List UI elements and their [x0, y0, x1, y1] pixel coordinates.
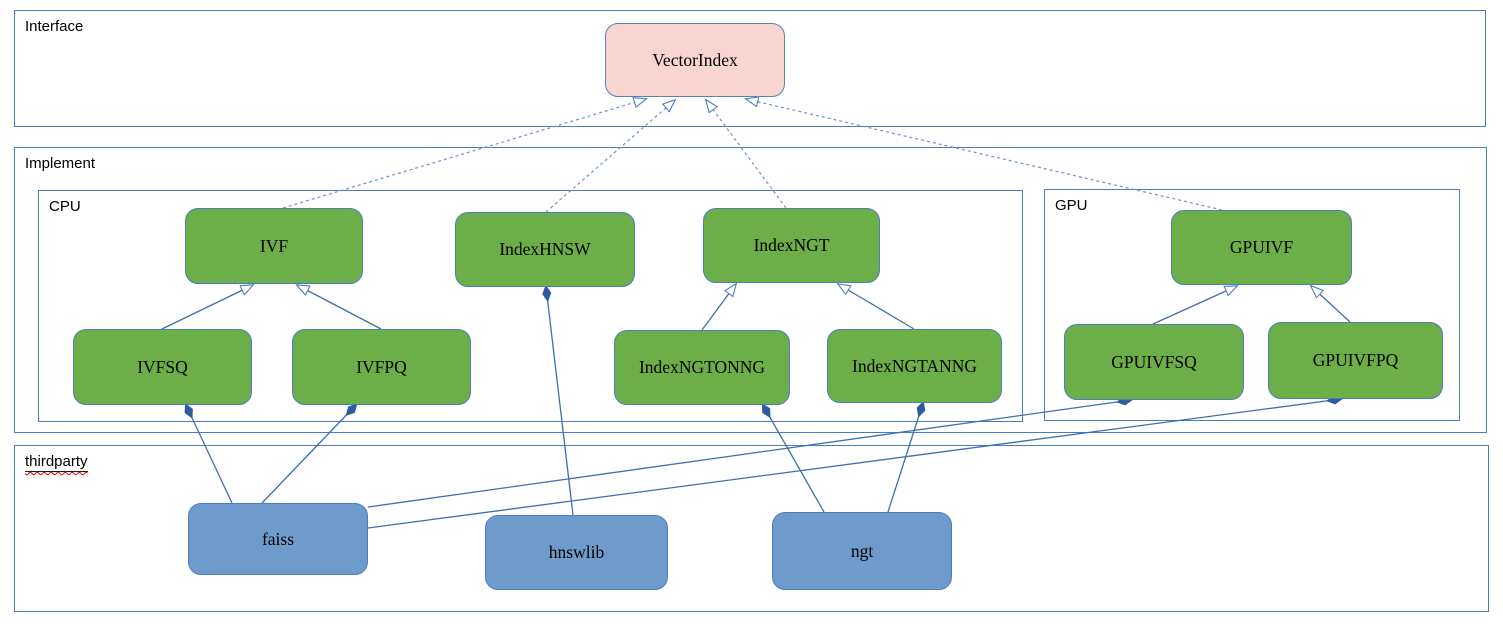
node-ivf[interactable]: IVF: [185, 208, 363, 284]
node-ngt[interactable]: ngt: [772, 512, 952, 590]
edge-inherit-gpuivfsq-to-gpuivf: [1152, 286, 1237, 325]
edge-inherit-indexngtonng-to-indexngt: [701, 284, 736, 331]
node-label: IndexHNSW: [499, 239, 591, 259]
edge-inherit-ivfpq-to-ivf: [297, 285, 382, 330]
node-label: GPUIVFSQ: [1111, 351, 1197, 372]
section-label-text: thirdparty: [25, 453, 88, 472]
edge-inherit-ivfsq-to-ivf: [161, 285, 253, 330]
node-ivfpq[interactable]: IVFPQ: [292, 329, 471, 405]
edge-compose-faiss-to-gpuivfsq: [367, 400, 1131, 508]
node-label: IndexNGTANNG: [852, 355, 977, 376]
section-gpu: GPU: [1044, 189, 1460, 421]
node-ivfsq[interactable]: IVFSQ: [73, 329, 252, 405]
edge-realize-indexngt-to-vectorindex: [706, 100, 787, 209]
edge-inherit-indexngtanng-to-indexngt: [838, 284, 915, 330]
section-cpu: CPU: [38, 190, 1023, 422]
node-label: IndexNGT: [753, 235, 830, 255]
section-label-cpu: CPU: [49, 198, 81, 215]
node-gpuivfsq[interactable]: GPUIVFSQ: [1064, 324, 1244, 400]
section-label-implement: Implement: [25, 155, 95, 172]
node-indexngt[interactable]: IndexNGT: [703, 208, 880, 283]
edge-realize-ivf-to-vectorindex: [282, 99, 646, 209]
node-label: VectorIndex: [652, 49, 738, 70]
node-label: IVFSQ: [137, 356, 188, 377]
node-faiss[interactable]: faiss: [188, 503, 368, 575]
node-label: hnswlib: [548, 542, 605, 562]
node-indexngtonng[interactable]: IndexNGTONNG: [614, 330, 790, 405]
node-indexngtanng[interactable]: IndexNGTANNG: [827, 329, 1002, 403]
edge-compose-ngt-to-indexngtanng: [887, 403, 923, 513]
edge-compose-faiss-to-gpuivfpq: [367, 399, 1341, 529]
section-interface: Interface: [14, 10, 1486, 127]
section-label-thirdparty: thirdparty: [25, 453, 88, 472]
node-indexhnsw[interactable]: IndexHNSW: [455, 212, 635, 287]
section-thirdparty: thirdparty: [14, 445, 1489, 612]
node-gpuivf[interactable]: GPUIVF: [1171, 210, 1352, 285]
section-label-text: GPU: [1055, 197, 1088, 214]
section-label-text: Implement: [25, 155, 96, 172]
edge-inherit-gpuivfpq-to-gpuivf: [1311, 286, 1351, 323]
edge-realize-gpuivf-to-vectorindex: [746, 99, 1223, 211]
edge-compose-faiss-to-ivfpq: [261, 405, 356, 504]
section-implement: Implement: [14, 147, 1487, 433]
node-label: ngt: [850, 540, 874, 561]
node-gpuivfpq[interactable]: GPUIVFPQ: [1268, 322, 1443, 399]
section-label-text: Interface: [25, 18, 84, 35]
node-label: faiss: [261, 528, 295, 549]
section-label-gpu: GPU: [1055, 197, 1088, 214]
edge-realize-indexhnsw-to-vectorindex: [545, 100, 675, 213]
node-label: GPUIVFPQ: [1312, 350, 1399, 370]
node-label: GPUIVF: [1229, 237, 1294, 257]
node-hnswlib[interactable]: hnswlib: [485, 515, 668, 590]
edge-compose-ngt-to-indexngtonng: [763, 405, 825, 513]
node-label: IVF: [259, 235, 289, 256]
section-label-interface: Interface: [25, 18, 83, 35]
edge-compose-hnswlib-to-indexhnsw: [546, 287, 574, 516]
node-label: IVFPQ: [356, 356, 407, 377]
node-vectorindex[interactable]: VectorIndex: [605, 23, 785, 97]
section-label-text: CPU: [49, 198, 81, 215]
node-label: IndexNGTONNG: [638, 357, 766, 377]
edge-compose-faiss-to-ivfsq: [186, 405, 233, 504]
